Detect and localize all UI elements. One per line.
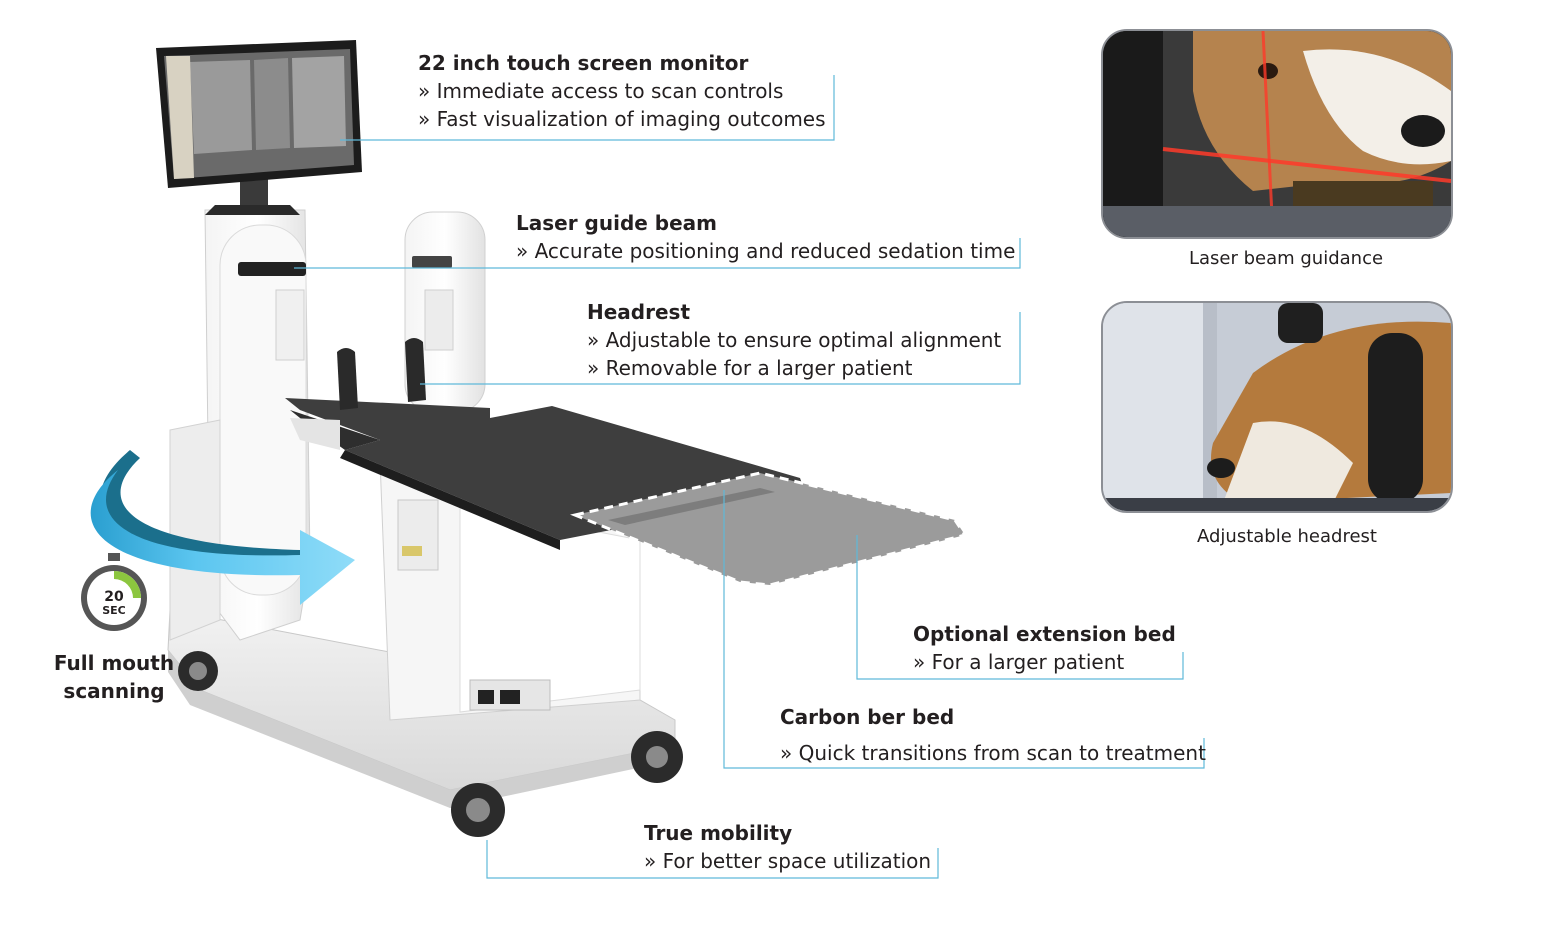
callout-extension: Optional extension bed » For a larger pa… <box>913 620 1176 676</box>
timer-icon <box>81 553 147 631</box>
leader-monitor <box>340 75 835 141</box>
main-column <box>169 175 311 641</box>
leader-lines <box>294 75 1205 879</box>
callout-line: » Removable for a larger patient <box>587 356 913 380</box>
laser-guidance-photo <box>1101 29 1453 239</box>
timer-unit: SEC <box>102 604 126 617</box>
callout-headrest: Headrest » Adjustable to ensure optimal … <box>587 298 1001 382</box>
leader-mobility <box>486 840 939 879</box>
laser-photo-art <box>1103 31 1451 237</box>
callout-line: » Quick transitions from scan to treatme… <box>780 741 1206 765</box>
caster-wheels <box>178 651 683 837</box>
laser-guidance-caption: Laser beam guidance <box>1188 248 1384 269</box>
callout-title: 22 inch touch screen monitor <box>418 51 749 75</box>
callout-title: True mobility <box>644 821 793 845</box>
callout-line: » Accurate positioning and reduced sedat… <box>516 239 1016 263</box>
scan-label: Full mouth scanning <box>44 649 184 705</box>
callout-title: Laser guide beam <box>516 211 718 235</box>
headrest-photo-art <box>1103 303 1451 511</box>
rotation-arrow <box>90 450 355 605</box>
headrest-tower <box>404 211 486 413</box>
leader-carbon <box>723 490 1205 769</box>
extension-bed <box>570 471 968 587</box>
callout-line: » Fast visualization of imaging outcomes <box>418 107 826 131</box>
headrest-photo <box>1101 301 1453 513</box>
scan-label-line2: scanning <box>63 679 165 703</box>
callout-line: » For a larger patient <box>913 650 1125 674</box>
callout-laser: Laser guide beam » Accurate positioning … <box>516 209 1015 265</box>
callout-monitor: 22 inch touch screen monitor » Immediate… <box>418 49 826 133</box>
callout-title: Carbon ber bed <box>780 705 955 729</box>
leader-extension <box>856 535 1184 680</box>
headrest-caption: Adjustable headrest <box>1197 526 1377 547</box>
callout-carbon: Carbon ber bed » Quick transitions from … <box>780 703 1206 767</box>
callout-title: Optional extension bed <box>913 622 1176 646</box>
callout-mobility: True mobility » For better space utiliza… <box>644 819 931 875</box>
callout-line: » For better space utilization <box>644 849 932 873</box>
callout-title: Headrest <box>587 300 691 324</box>
scan-label-line1: Full mouth <box>53 651 175 675</box>
timer-number: 20 <box>104 589 124 605</box>
callout-line: » Immediate access to scan controls <box>418 79 784 103</box>
callout-line: » Adjustable to ensure optimal alignment <box>587 328 1002 352</box>
leader-laser <box>294 238 1021 269</box>
touch-screen-monitor <box>156 40 362 188</box>
leader-headrest <box>420 312 1021 385</box>
